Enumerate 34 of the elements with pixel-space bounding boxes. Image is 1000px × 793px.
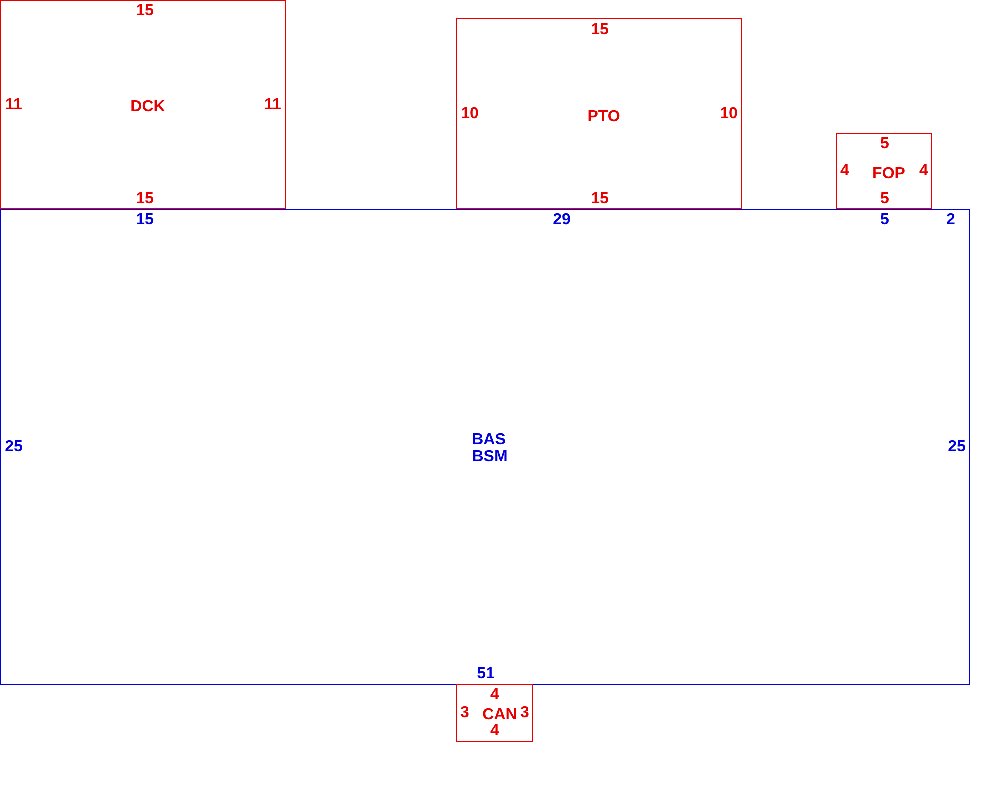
component-label: DCK [130, 98, 166, 116]
pin-count: 4 [490, 686, 500, 704]
pin-count: 10 [461, 106, 479, 122]
component-box [456, 684, 533, 742]
component-box [836, 133, 932, 209]
pin-count: 11 [6, 96, 22, 114]
pin-count: 25 [948, 438, 966, 456]
component-box [456, 18, 742, 209]
pin-count: 29 [553, 212, 571, 228]
pin-count: 15 [136, 212, 154, 228]
pin-count: 2 [946, 212, 956, 228]
pin-count: 4 [490, 722, 500, 740]
pin-count: 4 [920, 162, 928, 180]
pin-count: 15 [136, 190, 154, 208]
component-label: BSM [472, 448, 508, 466]
component-box [0, 0, 286, 209]
component-box [0, 209, 970, 685]
pin-count: 10 [720, 106, 738, 122]
pin-count: 15 [136, 2, 154, 20]
pin-count: 11 [264, 96, 282, 114]
pin-count: 3 [520, 704, 530, 722]
component-label: CAN [482, 706, 518, 724]
component-label: BAS [472, 432, 506, 448]
pin-count: 51 [477, 666, 495, 682]
pin-count: 5 [880, 212, 890, 228]
pin-count: 25 [5, 438, 23, 456]
pin-count: 15 [591, 22, 609, 38]
pin-count: 5 [880, 190, 890, 208]
component-label: FOP [872, 166, 906, 182]
component-label: PTO [588, 108, 620, 126]
pin-count: 3 [460, 704, 470, 722]
pin-count: 4 [840, 162, 850, 180]
pin-count: 5 [880, 136, 890, 152]
pin-count: 15 [591, 190, 609, 208]
